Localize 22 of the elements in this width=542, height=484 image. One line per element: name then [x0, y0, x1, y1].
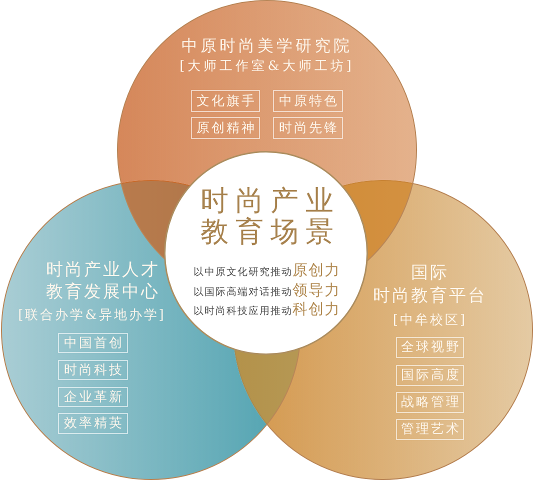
circle-title: 国际时尚教育平台 — [372, 262, 488, 308]
circle-title: 中原时尚美学研究院 — [182, 35, 352, 57]
center-title: 时尚产业教育场景 — [200, 185, 342, 247]
keyword-tag: 管理艺术 — [396, 419, 464, 440]
slogan-line: 以国际高端对话推动领导力 — [194, 281, 340, 301]
slogan-line: 以中原文化研究推动原创力 — [194, 261, 340, 281]
circle-subtitle: [大师工作室&大师工坊] — [180, 58, 354, 76]
keyword-tag: 国际高度 — [396, 365, 464, 386]
keyword-tag: 企业革新 — [58, 387, 128, 407]
slogan-line: 以时尚科技应用推动科创力 — [194, 300, 340, 320]
circle-title: 时尚产业人才教育发展中心 — [45, 259, 161, 303]
keyword-tag: 时尚科技 — [58, 360, 128, 380]
keyword-tag: 效率精英 — [58, 413, 128, 434]
keyword-tag: 文化旗手 — [191, 90, 260, 112]
circle-subtitle: [联合办学&异地办学] — [18, 307, 166, 325]
circle-subtitle: [中牟校区] — [392, 312, 468, 330]
keyword-tag: 中国首创 — [58, 333, 128, 353]
keyword-tag: 战略管理 — [396, 392, 464, 413]
keyword-tag: 时尚先锋 — [273, 117, 343, 139]
keyword-tag: 全球视野 — [396, 337, 464, 358]
keyword-tag: 中原特色 — [273, 90, 343, 112]
keyword-tag: 原创精神 — [191, 117, 260, 139]
